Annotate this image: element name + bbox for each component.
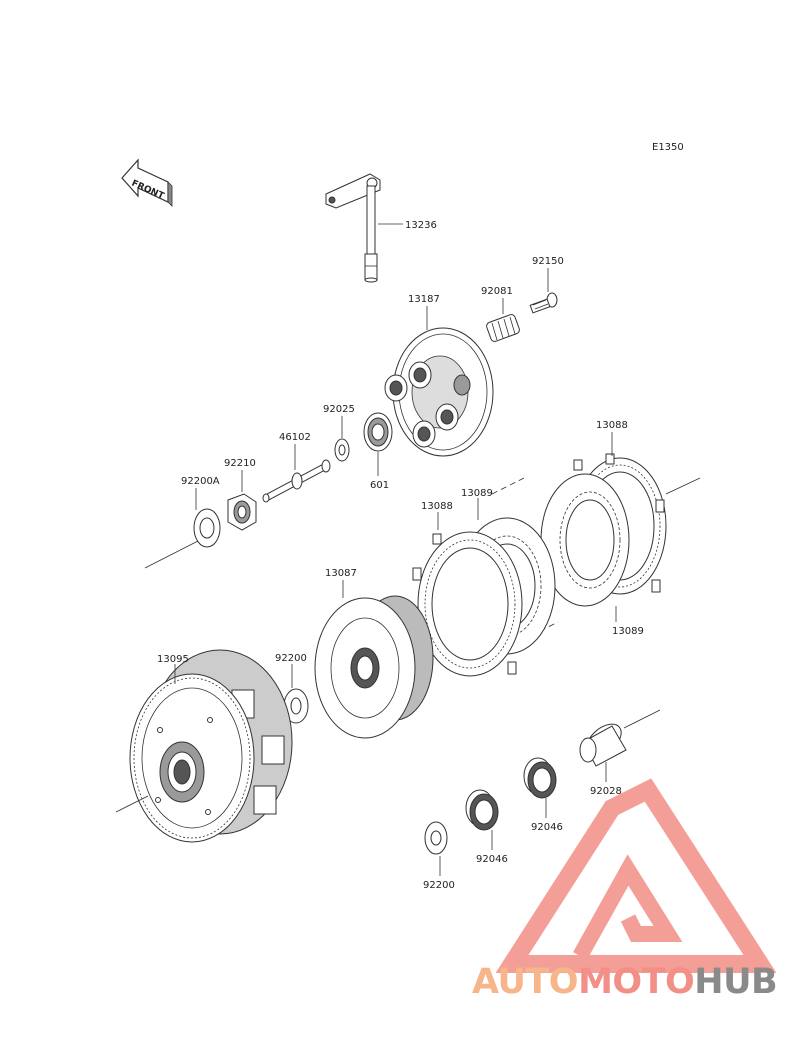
watermark-auto: AUTO: [472, 962, 579, 1002]
clutch-housing: [129, 649, 293, 843]
part-label-92200-middle: 92200: [275, 653, 307, 664]
needle-bearing-right: [523, 757, 557, 799]
part-label-13089-lower: 13089: [612, 626, 644, 637]
part-label-92046-left: 92046: [476, 854, 508, 865]
clutch-hub: [314, 595, 434, 739]
sleeve: [579, 723, 627, 767]
part-label-92200-bottom: 92200: [423, 880, 455, 891]
part-label-13088-upper: 13088: [596, 420, 628, 431]
part-label-13236: 13236: [405, 220, 437, 231]
bolt: [529, 292, 558, 314]
part-label-92046-right: 92046: [531, 822, 563, 833]
lock-nut: [227, 493, 257, 531]
washer-small: [334, 438, 350, 462]
steel-plate-upper: [540, 473, 630, 607]
diagram-code: E1350: [652, 142, 684, 153]
watermark-hub: HUB: [694, 962, 778, 1002]
part-label-92210: 92210: [224, 458, 256, 469]
thrust-washer-bottom: [424, 821, 448, 855]
part-label-92081: 92081: [481, 286, 513, 297]
needle-bearing-left: [465, 789, 499, 831]
watermark-text: AUTOMOTOHUB: [472, 962, 778, 1002]
part-label-46102: 46102: [279, 432, 311, 443]
thrust-washer-middle: [283, 688, 309, 724]
part-label-13089-upper: 13089: [461, 488, 493, 499]
part-label-13088-middle: 13088: [421, 501, 453, 512]
part-label-92028: 92028: [590, 786, 622, 797]
spring: [486, 314, 520, 342]
part-label-13087: 13087: [325, 568, 357, 579]
friction-plate-middle: [412, 531, 523, 677]
part-label-601: 601: [370, 480, 389, 491]
pressure-plate: [384, 327, 494, 457]
part-label-13187: 13187: [408, 294, 440, 305]
watermark-logo: [495, 778, 777, 973]
push-rod-lever: [325, 173, 381, 283]
part-label-92200A: 92200A: [181, 476, 220, 487]
part-label-92150: 92150: [532, 256, 564, 267]
lock-washer: [193, 508, 221, 548]
part-label-92025: 92025: [323, 404, 355, 415]
push-rod: [262, 459, 331, 503]
watermark-moto: MOTO: [578, 962, 695, 1002]
front-arrow-icon: FRONT: [121, 158, 173, 207]
ball-bearing: [363, 412, 393, 452]
part-label-13095: 13095: [157, 654, 189, 665]
